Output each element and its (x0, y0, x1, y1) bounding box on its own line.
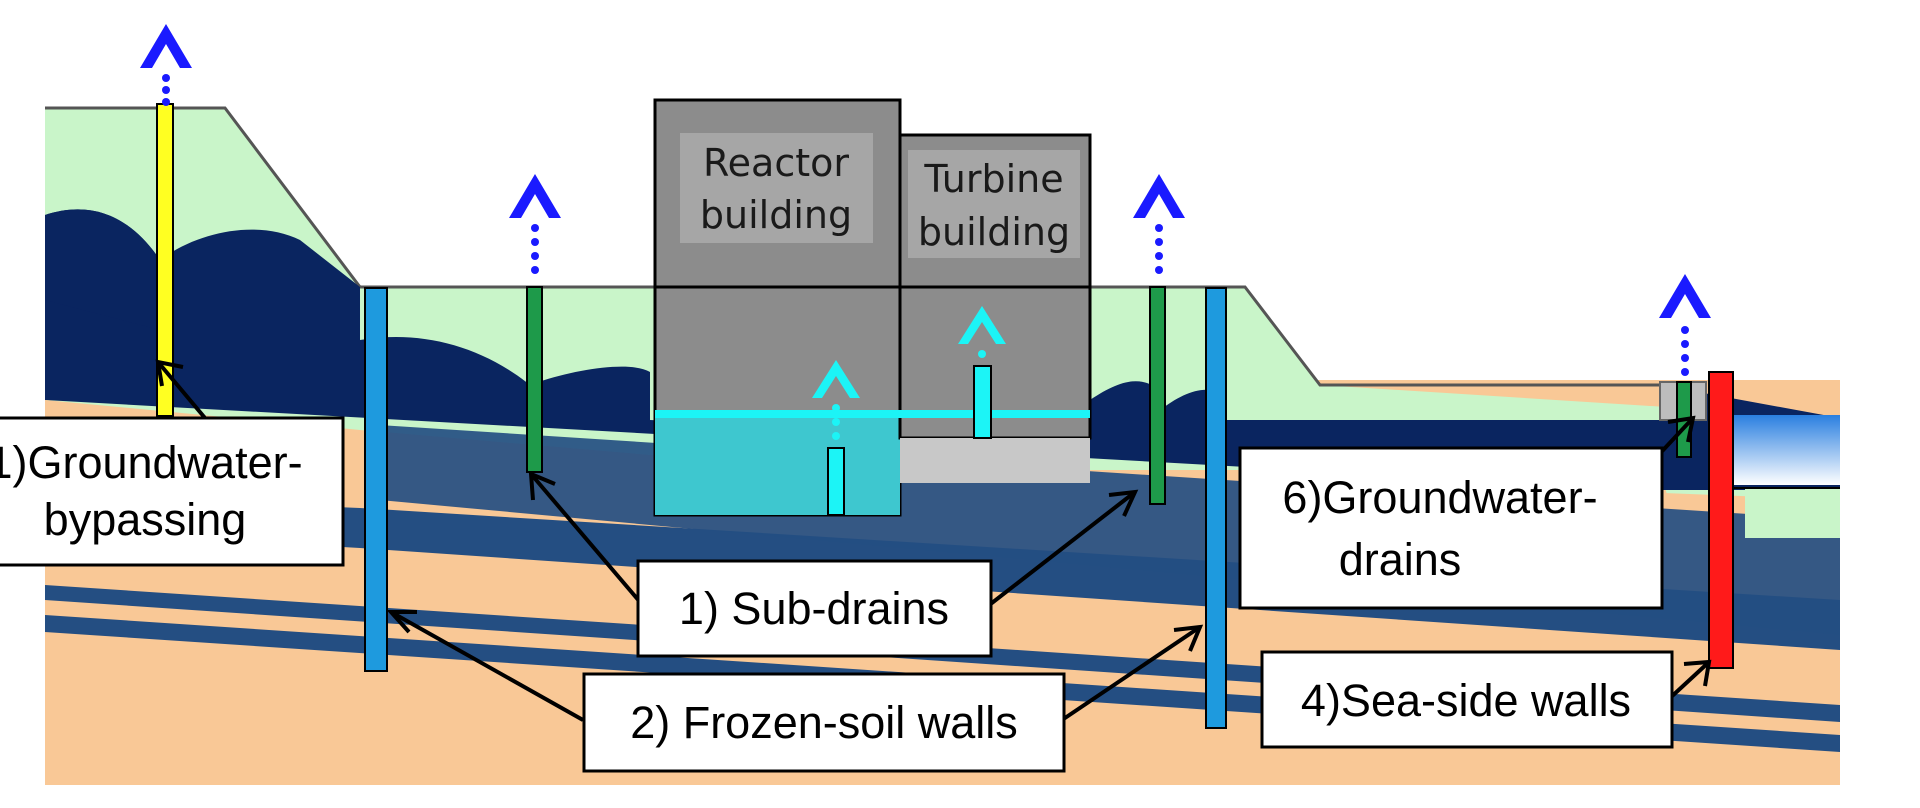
callout-arrows (155, 359, 1712, 722)
callout-gwdrains-box (1238, 446, 1664, 610)
callout-frozen-label: 2) Frozen-soil walls (630, 697, 1018, 748)
subdrain-left-pump-arrow-icon (509, 174, 561, 274)
turbine-basement (900, 438, 1090, 483)
turbine-pump-arrow-icon (958, 306, 1006, 358)
sea (1720, 415, 1840, 485)
turbine-pump-pipe (973, 365, 992, 439)
subdrain-well-left (526, 286, 543, 473)
reactor-pump-arrow-icon (812, 360, 860, 440)
reactor-label-line1: Reactor (703, 141, 849, 185)
callout-frozen-box (582, 672, 1066, 773)
aquifer-layer (45, 209, 1840, 490)
callout-bypass-line2: bypassing (44, 494, 247, 545)
callout-bypass-box (0, 416, 345, 567)
reactor-label-line2: building (700, 193, 852, 237)
reactor-pump-pipe (827, 447, 845, 516)
groundwater-drain-pump-arrow-icon (1659, 274, 1711, 376)
turbine-label-bg (908, 150, 1080, 258)
sea-lower (1745, 488, 1840, 538)
subdrain-right-pump-arrow-icon (1133, 174, 1185, 274)
frozen-wall-right (1205, 287, 1227, 729)
turbine-label-line2: building (918, 210, 1070, 254)
turbine-label-line1: Turbine (923, 157, 1063, 201)
callout-bypass-line1: 1)Groundwater- (0, 437, 303, 488)
callout-subdrains-box (636, 559, 993, 658)
reactor-water (655, 412, 900, 515)
callout-gwdrains-line2: drains (1339, 534, 1462, 585)
callout-subdrains-label: 1) Sub-drains (679, 583, 949, 634)
frozen-wall-left (364, 287, 388, 672)
bypass-pump-arrow-icon (140, 24, 192, 106)
seaside-wall (1708, 371, 1734, 669)
building-water-line (655, 410, 1090, 418)
callout-seaside-label: 4)Sea-side walls (1301, 675, 1631, 726)
reactor-label-bg (680, 133, 873, 243)
aquifer-mound-left (45, 209, 160, 330)
subdrain-well-right (1149, 286, 1166, 505)
callout-seaside-box (1260, 650, 1674, 749)
callout-gwdrains-line1: 6)Groundwater- (1282, 472, 1597, 523)
